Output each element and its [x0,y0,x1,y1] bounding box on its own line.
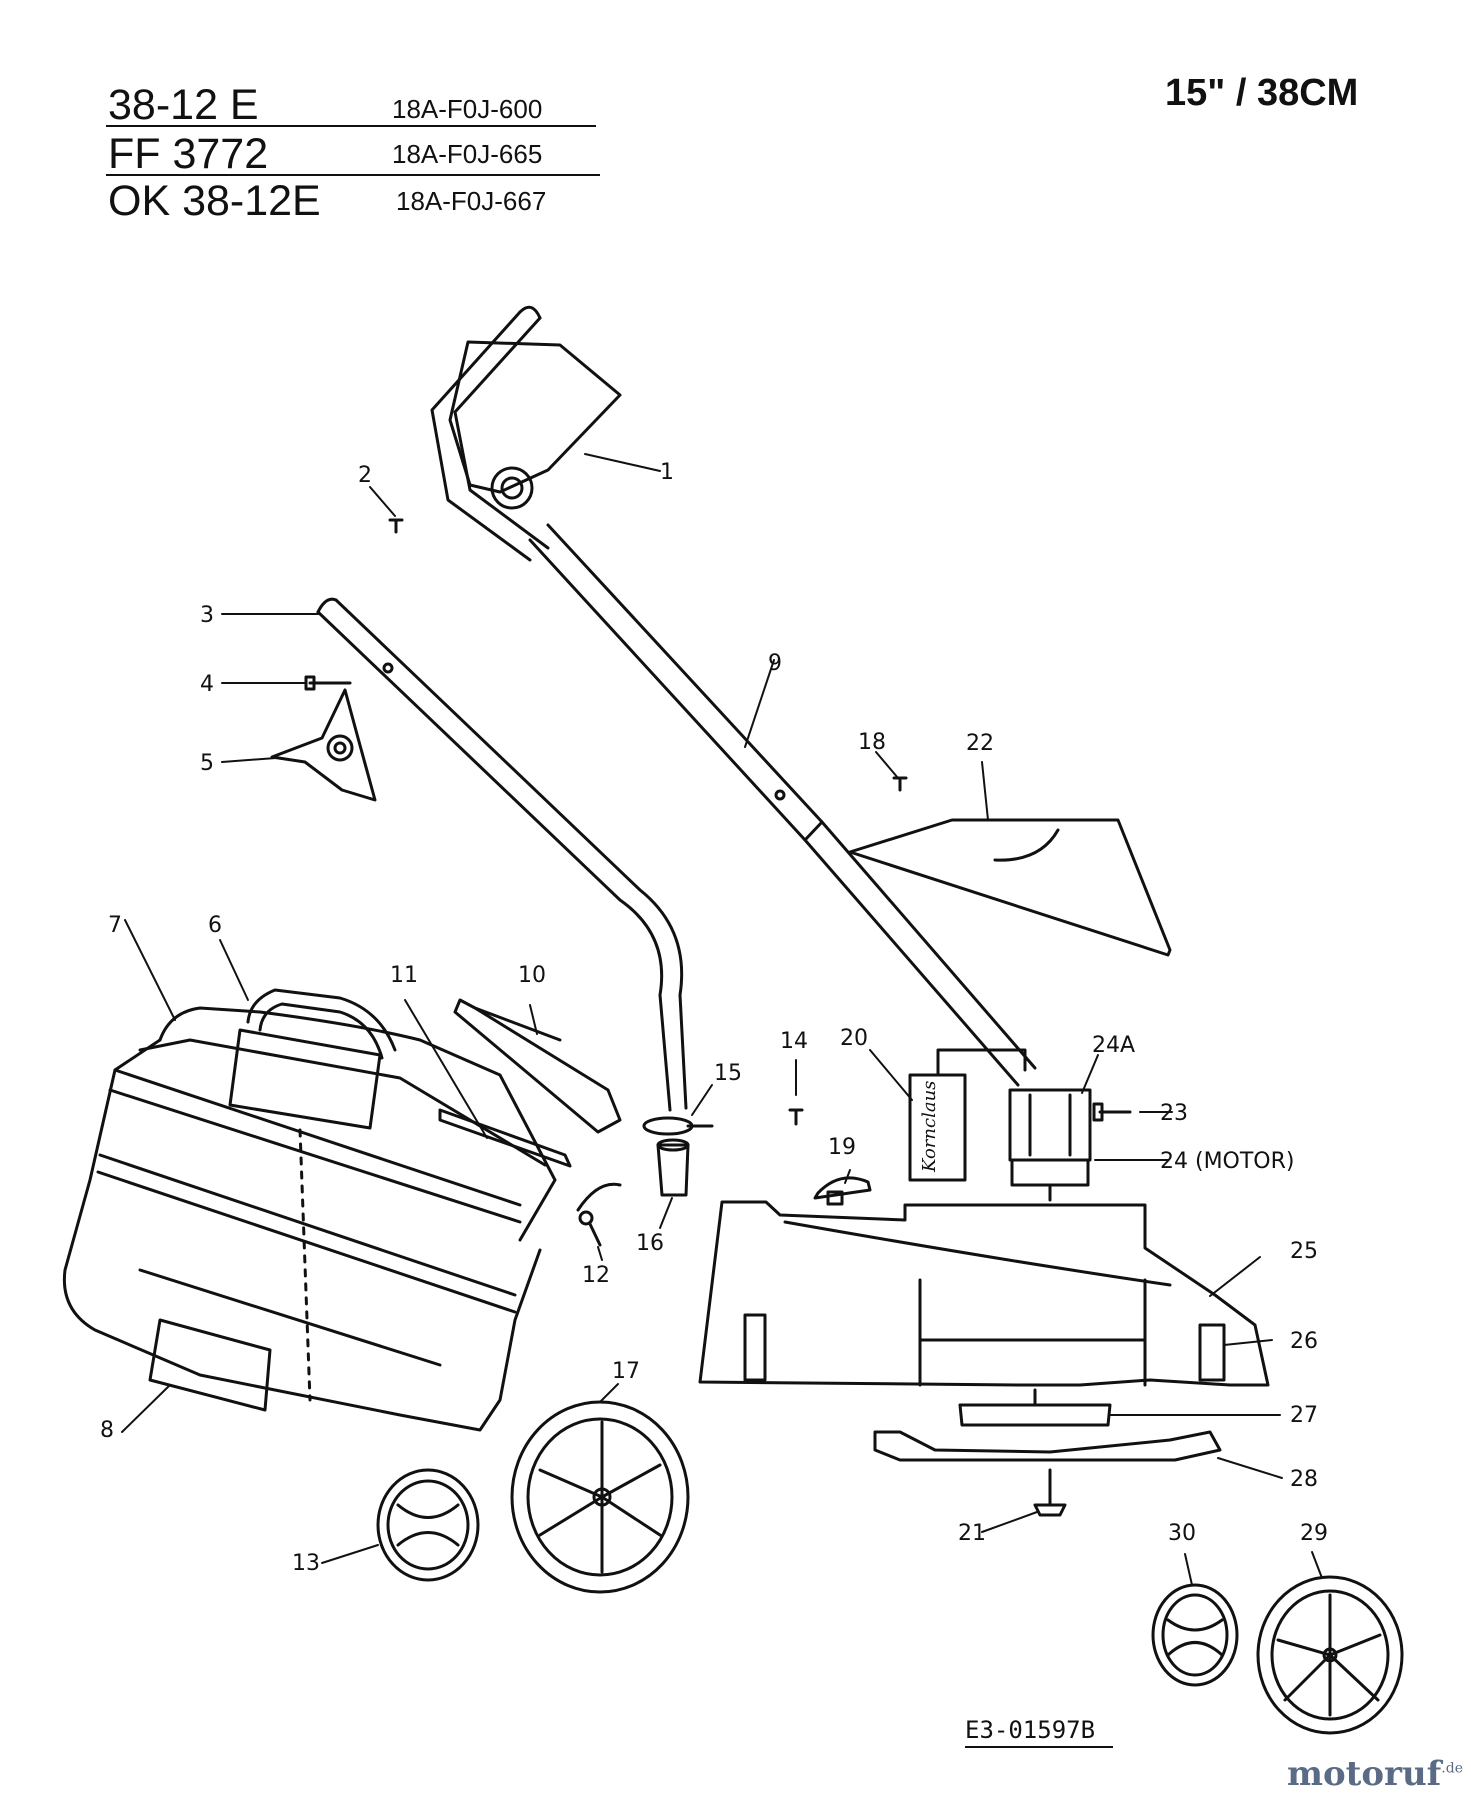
cutting-width-label: 15" / 38CM [1165,72,1359,114]
part-21-blade-bolt [1033,1468,1067,1517]
model-code-1: 18A-F0J-600 [392,94,543,124]
part-28-blade [873,1430,1222,1462]
label-part-24a: 24A [1092,1033,1135,1058]
part-14-screw [788,1108,804,1126]
part-23-bolt [1092,1102,1132,1122]
part-11-rail [438,1108,572,1168]
label-part-15: 15 [714,1061,742,1086]
leader-lines [121,453,1323,1586]
label-part-2: 2 [358,463,372,488]
label-part-10: 10 [518,963,546,988]
watermark-logo: motoruf.de [1287,1754,1463,1794]
part-10-guide [453,998,622,1134]
part-12-clip [576,1182,622,1247]
part-22-rear-flap [848,818,1172,957]
switch-label: Kornclaus [919,1081,940,1173]
drawing-reference: E3-01597B [965,1716,1096,1744]
part-30-hub-cap [1151,1583,1239,1687]
part-15-clamp [642,1116,714,1136]
part-7-grass-box [62,1006,557,1432]
part-6-carry-handle [246,988,397,1060]
model-name-3: OK 38-12E [108,177,321,225]
watermark-tld: .de [1441,1760,1463,1777]
part-19-cap [813,1176,872,1206]
label-part-8: 8 [100,1418,114,1443]
label-part-12: 12 [582,1263,610,1288]
label-part-23: 23 [1160,1101,1188,1126]
part-labels: 1 2 3 4 5 6 7 8 9 10 11 12 13 14 15 16 1… [100,460,1328,1576]
part-17-front-wheel [510,1400,690,1594]
label-part-27: 27 [1290,1403,1318,1428]
label-part-16: 16 [636,1231,664,1256]
model-code-2: 18A-F0J-665 [392,139,543,169]
watermark-name: motoruf [1287,1754,1442,1794]
label-part-21: 21 [958,1521,986,1546]
part-2-screw [388,518,404,534]
label-part-5: 5 [200,751,214,776]
part-25-deck [698,1200,1270,1387]
part-20-switch [908,1048,1027,1182]
label-part-13: 13 [292,1551,320,1576]
label-part-7: 7 [108,913,122,938]
part-9-lower-handle [528,523,1037,1087]
label-part-6: 6 [208,913,222,938]
label-part-3: 3 [200,603,214,628]
part-13-hub-cap [376,1468,480,1582]
model-code-3: 18A-F0J-667 [396,186,547,216]
label-part-4: 4 [200,672,214,697]
label-part-29: 29 [1300,1521,1328,1546]
part-16-sleeve [656,1138,690,1197]
label-part-26: 26 [1290,1329,1318,1354]
part-4-bolt [304,675,352,691]
label-part-22: 22 [966,731,994,756]
part-5-star-knob [270,688,377,802]
label-part-28: 28 [1290,1467,1318,1492]
part-29-rear-wheel [1256,1575,1404,1735]
label-part-20: 20 [840,1026,868,1051]
part-24-motor [1008,1088,1092,1202]
label-part-11: 11 [390,963,418,988]
part-27-fan [958,1388,1112,1427]
label-part-18: 18 [858,730,886,755]
header-rule-1 [106,125,596,127]
label-part-19: 19 [828,1135,856,1160]
label-part-9: 9 [768,651,782,676]
label-part-1: 1 [660,460,674,485]
model-name-2: FF 3772 [108,130,269,178]
part-3-handle-bar [316,597,688,1112]
label-part-17: 17 [612,1359,640,1384]
drawing-reference-rule [965,1746,1113,1748]
label-part-30: 30 [1168,1521,1196,1546]
model-name-1: 38-12 E [108,81,259,129]
label-part-14: 14 [780,1029,808,1054]
label-part-24-motor: 24 (MOTOR) [1160,1149,1295,1174]
header-rule-2 [106,174,600,176]
part-1-upper-handle [430,305,622,562]
label-part-25: 25 [1290,1239,1318,1264]
part-18-screw [892,776,908,792]
